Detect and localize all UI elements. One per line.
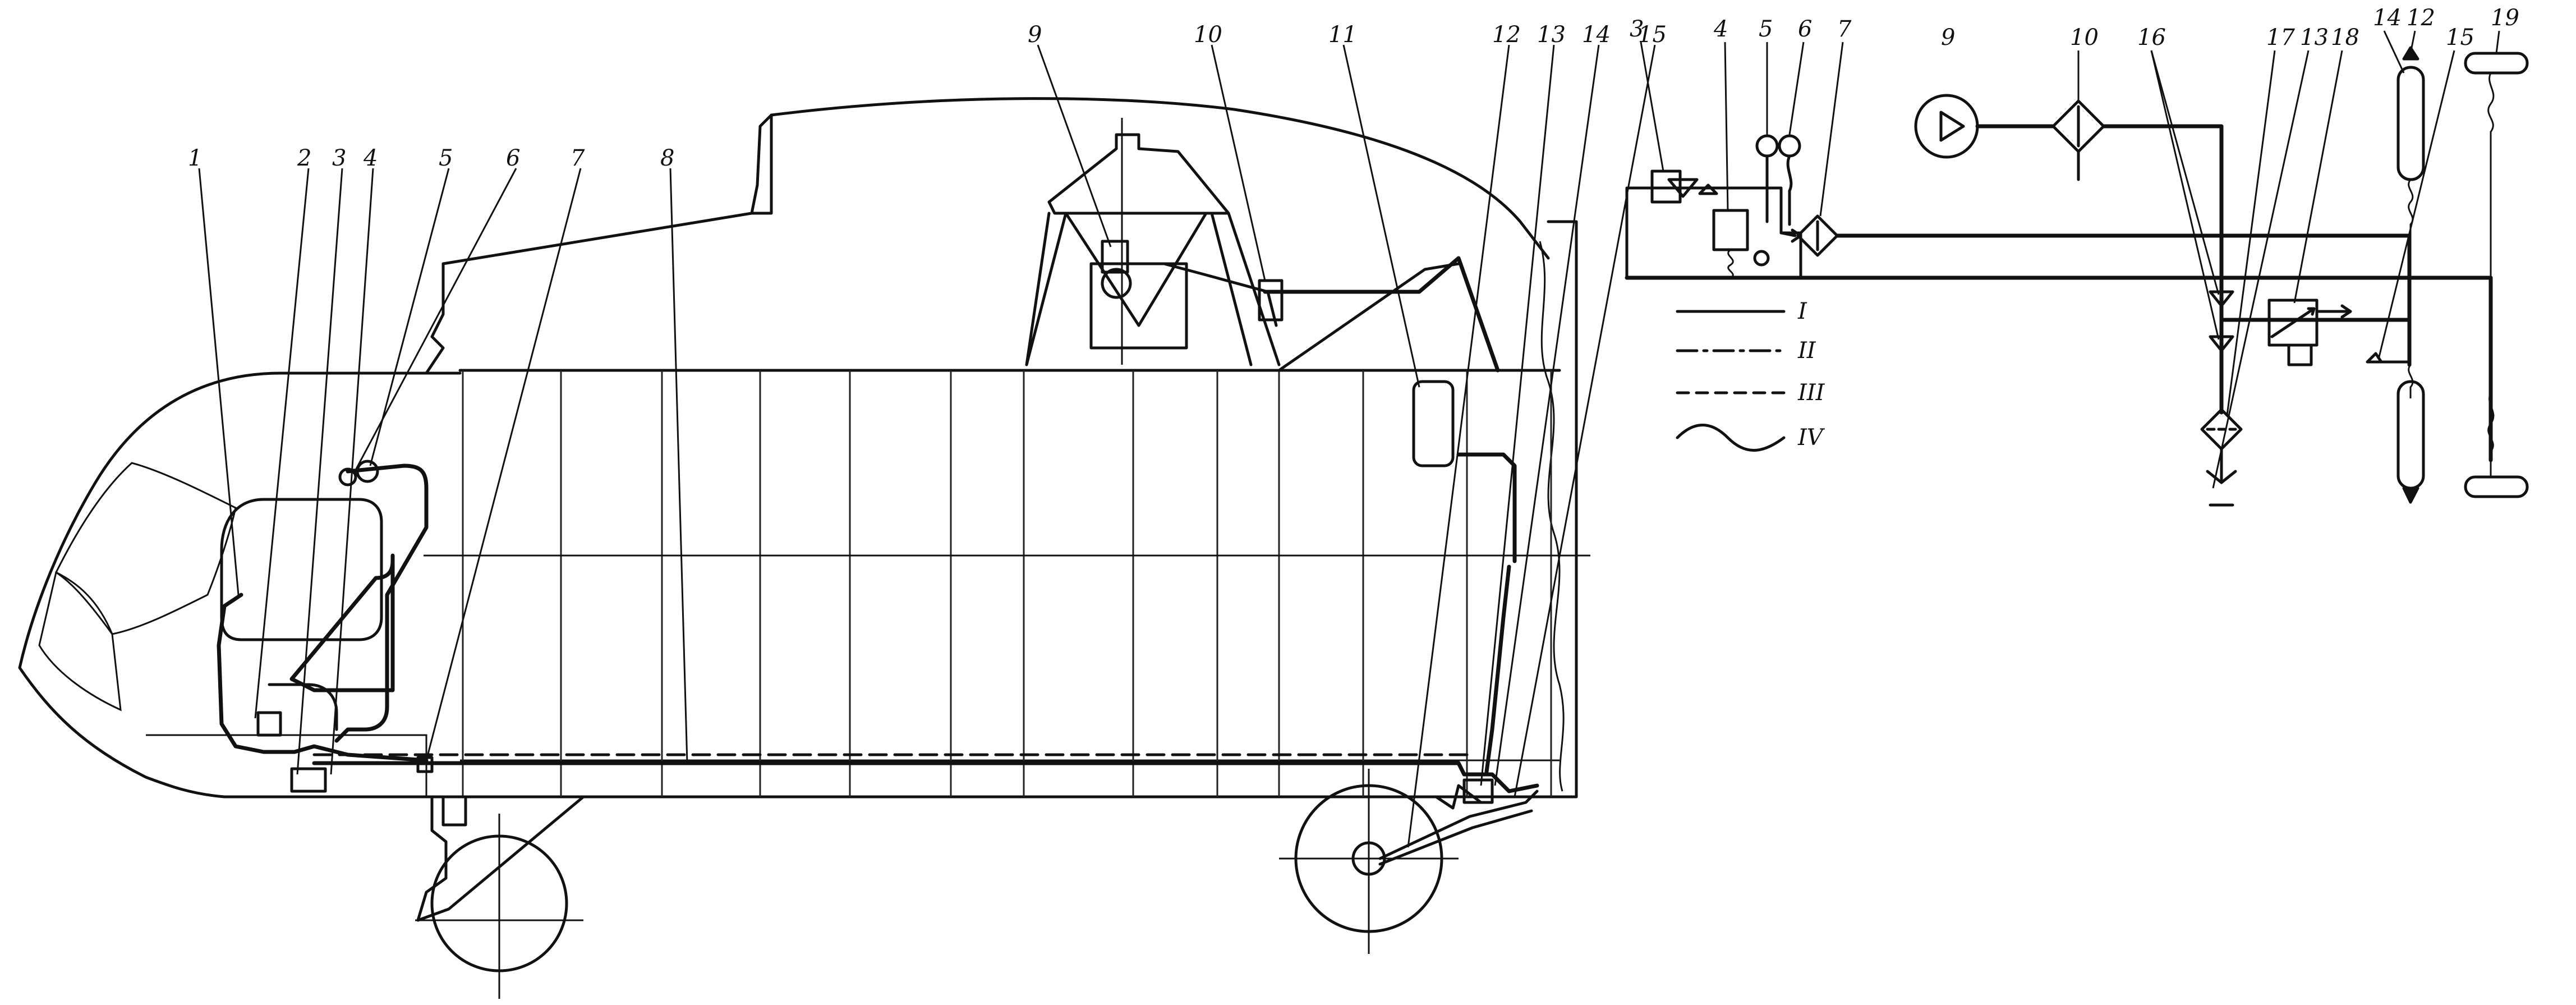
instrument-console xyxy=(220,498,383,641)
cockpit-window-upper xyxy=(55,462,237,635)
schem-callout-15: 15 xyxy=(2446,25,2474,51)
pipe-to-tank xyxy=(334,464,429,743)
engine-mount xyxy=(1025,118,1460,372)
gauge-5-symbol xyxy=(1755,134,1779,158)
schem-callout-7: 7 xyxy=(1837,16,1852,42)
valve-12-13 xyxy=(1462,778,1494,804)
upper-cowl xyxy=(425,97,1550,375)
pipe-rear-riser xyxy=(1456,761,1539,793)
cabin-frames xyxy=(462,370,1552,797)
brake-19-bottom xyxy=(2464,475,2529,498)
schem-callout-10: 10 xyxy=(2070,25,2099,51)
pipe-valve-11 xyxy=(1456,452,1517,563)
nose-lower-block xyxy=(146,734,427,797)
callout-3: 3 xyxy=(332,145,346,171)
fuselage-callouts: 1 2 3 4 5 6 7 8 9 10 11 12 13 14 15 xyxy=(188,22,1667,848)
valve-3-4 xyxy=(290,767,327,793)
callout-15: 15 xyxy=(1638,22,1667,48)
callout-10: 10 xyxy=(1194,22,1222,48)
unit-3 xyxy=(1650,169,1682,204)
callout-2: 2 xyxy=(297,145,311,171)
gauge-5-6-b xyxy=(338,467,357,487)
gauge-6-symbol xyxy=(1778,134,1801,158)
schem-callout-13: 13 xyxy=(2300,25,2329,51)
nose-landing-gear xyxy=(415,795,585,999)
brake-19-top xyxy=(2464,52,2529,75)
rear-wall-wavy-edge xyxy=(1539,241,1565,792)
gauge-5-6 xyxy=(356,460,379,483)
cabin-rear-wall xyxy=(1547,220,1578,799)
callout-6: 6 xyxy=(506,145,520,171)
filter-7-symbol xyxy=(1796,214,1839,257)
schem-callout-12: 12 xyxy=(2407,5,2435,31)
legend-label-2: II xyxy=(1797,338,1816,364)
pipe-left-vertical xyxy=(217,593,429,763)
fuselage-nose-outline xyxy=(18,371,585,799)
schem-callout-19: 19 xyxy=(2491,5,2519,31)
pressure-gauge-9 xyxy=(1101,240,1129,274)
legend-label-1: I xyxy=(1797,299,1807,324)
fitting-7 xyxy=(416,756,434,773)
drain-symbol xyxy=(2206,447,2237,507)
callout-9: 9 xyxy=(1028,22,1042,48)
callout-12: 12 xyxy=(1492,22,1521,48)
callout-1: 1 xyxy=(188,145,202,171)
schem-callout-3: 3 xyxy=(1630,16,1644,42)
schem-callout-4: 4 xyxy=(1713,16,1728,42)
callout-13: 13 xyxy=(1537,22,1566,48)
schem-callout-16: 16 xyxy=(2137,25,2166,51)
callout-8: 8 xyxy=(660,145,674,171)
callout-5: 5 xyxy=(439,145,453,171)
compressor-9-symbol xyxy=(1914,94,1979,159)
schem-callout-18: 18 xyxy=(2331,25,2359,51)
valve-11-body xyxy=(1412,380,1455,467)
cylinder-2 xyxy=(256,711,282,737)
schem-callout-9: 9 xyxy=(1941,25,1955,51)
main-landing-gear xyxy=(1279,769,1539,954)
schematic-callouts: 3 4 5 6 7 9 10 16 17 13 18 14 12 15 19 xyxy=(1630,5,2519,489)
pipe-rear-up xyxy=(1484,565,1511,774)
fuselage-piping xyxy=(217,240,1539,804)
cockpit-window-lower xyxy=(38,571,122,712)
fuselage-drawing xyxy=(18,97,1590,799)
callout-7: 7 xyxy=(571,145,585,171)
callout-11: 11 xyxy=(1328,22,1357,48)
legend-label-3: III xyxy=(1797,380,1825,406)
schem-callout-5: 5 xyxy=(1759,16,1773,42)
cowl-notch xyxy=(750,113,773,215)
schem-callout-14: 14 xyxy=(2373,5,2402,31)
callout-14: 14 xyxy=(1582,22,1611,48)
schematic xyxy=(1625,46,2529,507)
schem-callout-6: 6 xyxy=(1798,16,1812,42)
unit-4 xyxy=(1712,209,1749,251)
cylinder-14-top xyxy=(2396,66,2425,181)
schem-callout-17: 17 xyxy=(2266,25,2295,51)
valve-10-body xyxy=(1258,279,1284,322)
callout-4: 4 xyxy=(363,145,378,171)
pipe-u-bend xyxy=(268,683,338,731)
valve-15-symbol xyxy=(2366,352,2411,364)
line-type-legend: I II III IV xyxy=(1676,299,1825,452)
pipe-top-run xyxy=(1263,256,1500,373)
legend-line-wavy xyxy=(1676,424,1786,452)
legend-label-4: IV xyxy=(1797,425,1825,451)
